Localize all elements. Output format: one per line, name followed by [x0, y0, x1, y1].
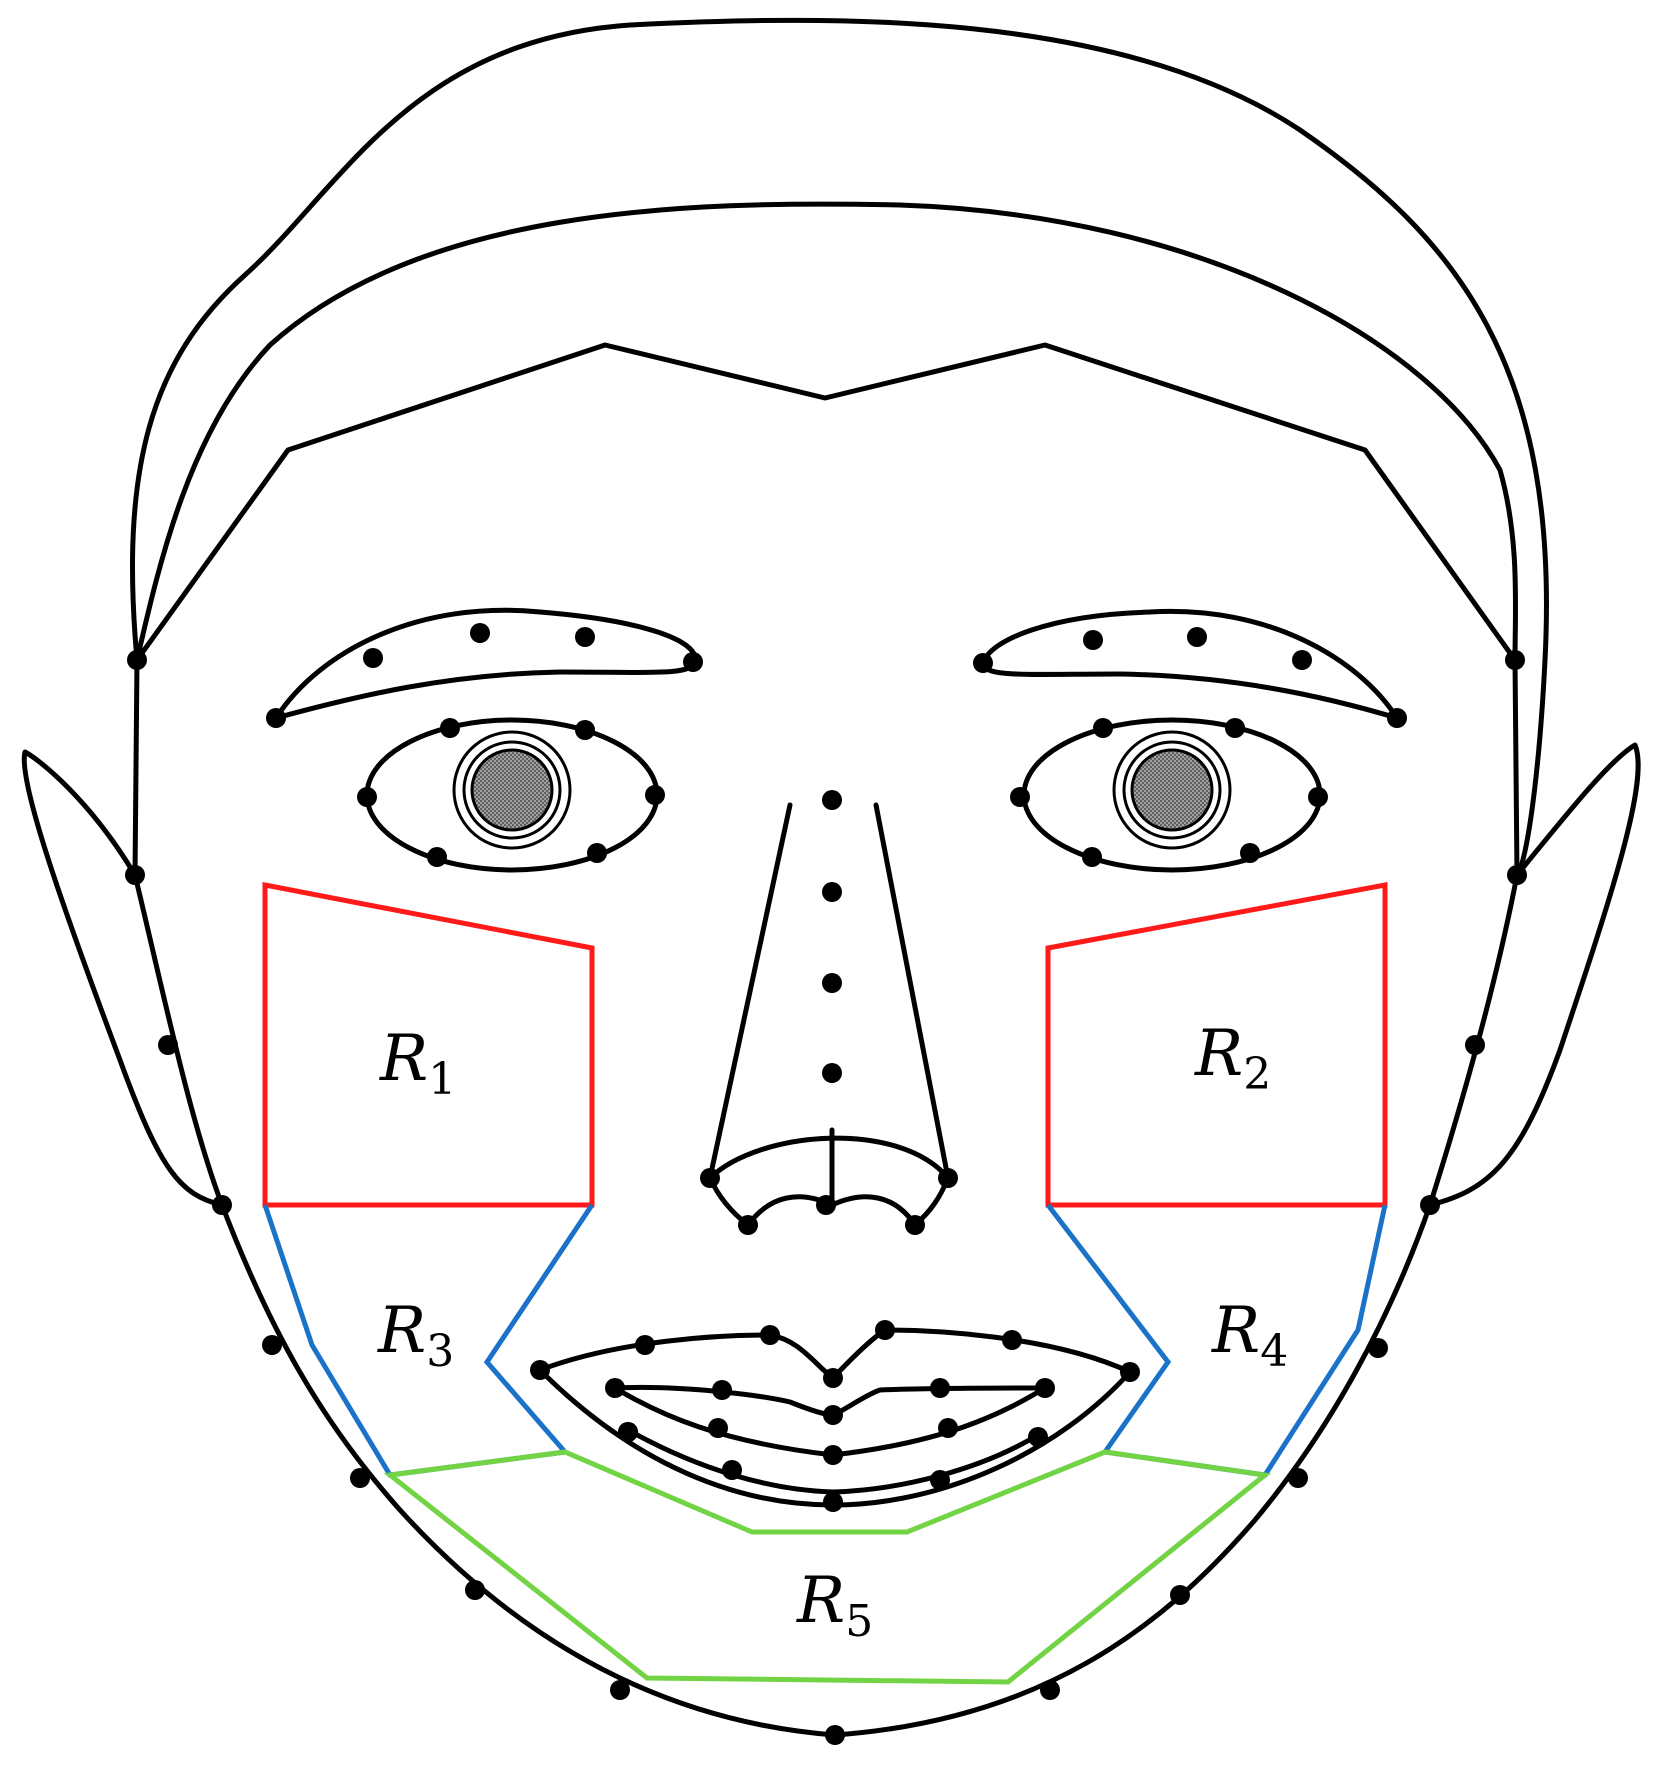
- landmark-point: [266, 708, 286, 728]
- region-r1-label: R1: [379, 1022, 456, 1105]
- landmark-point: [1465, 1035, 1485, 1055]
- landmark-point: [357, 787, 377, 807]
- right-ear: [1427, 742, 1641, 1208]
- landmark-point: [822, 973, 842, 993]
- landmark-point: [575, 627, 595, 647]
- landmark-point: [708, 1418, 728, 1438]
- landmark-point: [1387, 708, 1407, 728]
- region-r3-label: R3: [377, 1294, 454, 1377]
- head-outline: [130, 17, 1549, 873]
- landmark-point: [440, 718, 460, 738]
- region-r5-label: R5: [796, 1564, 873, 1647]
- landmark-point: [938, 1168, 958, 1188]
- landmark-points: [125, 623, 1527, 1745]
- landmark-point: [1120, 1362, 1140, 1382]
- landmark-point: [822, 1063, 842, 1083]
- landmark-point: [823, 1492, 843, 1512]
- landmark-point: [1093, 718, 1113, 738]
- landmark-point: [635, 1335, 655, 1355]
- landmark-point: [645, 785, 665, 805]
- right-eye-ring-inner: [1122, 740, 1222, 840]
- hairline: [134, 201, 1519, 663]
- landmark-point: [618, 1422, 638, 1442]
- landmark-point: [1288, 1468, 1308, 1488]
- left-eye-ring: [452, 730, 572, 850]
- landmark-point: [350, 1468, 370, 1488]
- landmark-point: [1170, 1585, 1190, 1605]
- region-r1-outline: [262, 881, 595, 1208]
- left-temple-line: [132, 657, 140, 878]
- landmark-point: [1308, 787, 1328, 807]
- nose-right-line: [873, 802, 951, 1181]
- nose-arch: [707, 1135, 951, 1181]
- landmark-point: [938, 1418, 958, 1438]
- landmark-point: [1240, 843, 1260, 863]
- landmark-point: [823, 1368, 843, 1388]
- region-r5-outline: [383, 1449, 1272, 1685]
- landmark-point: [700, 1168, 720, 1188]
- landmark-point: [530, 1360, 550, 1380]
- landmark-point: [605, 1378, 625, 1398]
- landmark-point: [1505, 650, 1525, 670]
- landmark-point: [930, 1378, 950, 1398]
- landmark-point: [127, 650, 147, 670]
- landmark-point: [262, 1335, 282, 1355]
- landmark-point: [738, 1215, 758, 1235]
- landmark-point: [1002, 1330, 1022, 1350]
- landmark-point: [125, 865, 145, 885]
- landmark-point: [822, 790, 842, 810]
- landmark-point: [1292, 650, 1312, 670]
- landmark-point: [1082, 847, 1102, 867]
- landmark-point: [587, 843, 607, 863]
- landmark-point: [575, 720, 595, 740]
- landmark-point: [1035, 1378, 1055, 1398]
- landmark-point: [825, 1725, 845, 1745]
- right-eyebrow: [980, 608, 1400, 721]
- landmark-point: [1507, 865, 1527, 885]
- landmark-point: [930, 1470, 950, 1490]
- landmark-point: [610, 1680, 630, 1700]
- landmark-point: [816, 1195, 836, 1215]
- landmark-point: [823, 1405, 843, 1425]
- region-r4-label: R4: [1211, 1294, 1288, 1377]
- landmark-point: [875, 1320, 895, 1340]
- landmark-point: [760, 1325, 780, 1345]
- nose-left-line: [707, 802, 793, 1181]
- landmark-point: [722, 1460, 742, 1480]
- landmark-point: [1083, 630, 1103, 650]
- landmark-point: [212, 1195, 232, 1215]
- landmark-point: [427, 847, 447, 867]
- landmark-point: [1420, 1195, 1440, 1215]
- right-eye-ring: [1112, 730, 1232, 850]
- landmark-point: [465, 1580, 485, 1600]
- landmark-point: [905, 1215, 925, 1235]
- left-ear: [21, 749, 225, 1208]
- landmark-point: [1225, 718, 1245, 738]
- landmark-point: [1040, 1680, 1060, 1700]
- landmark-point: [823, 1445, 843, 1465]
- right-iris: [1130, 748, 1214, 832]
- left-iris: [470, 748, 554, 832]
- landmark-point: [470, 623, 490, 643]
- landmark-point: [158, 1035, 178, 1055]
- landmark-point: [1028, 1427, 1048, 1447]
- landmark-point: [1010, 787, 1030, 807]
- left-eye-ring-inner: [462, 740, 562, 840]
- landmark-point: [683, 652, 703, 672]
- forehead-line: [134, 342, 1518, 663]
- landmark-point: [1368, 1338, 1388, 1358]
- landmark-point: [973, 653, 993, 673]
- region-r2-label: R2: [1194, 1017, 1271, 1100]
- landmark-point: [1187, 627, 1207, 647]
- right-temple-line: [1512, 657, 1520, 878]
- landmark-point: [712, 1380, 732, 1400]
- landmark-point: [363, 648, 383, 668]
- landmark-point: [822, 882, 842, 902]
